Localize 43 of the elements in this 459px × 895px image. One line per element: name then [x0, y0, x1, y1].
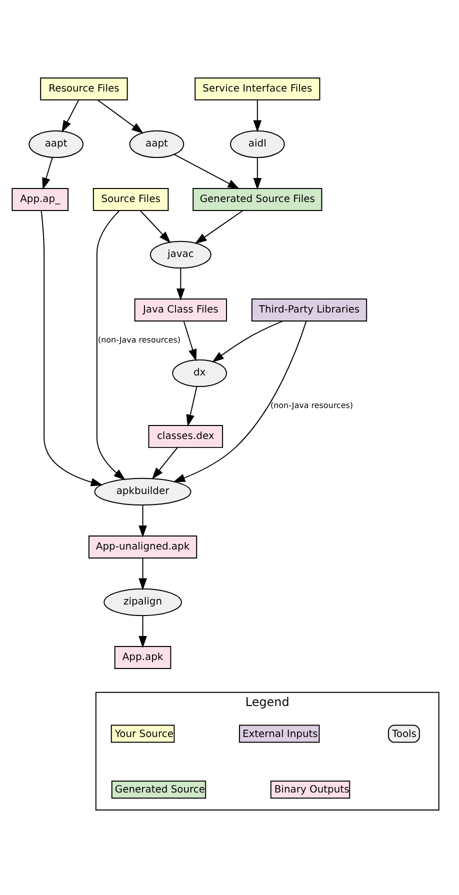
legend-label: Tools: [392, 728, 417, 740]
node-box: classes.dex: [148, 424, 224, 448]
node-ellipse: aidl: [230, 130, 285, 158]
arrow: [186, 386, 198, 426]
legend-label: Binary Outputs: [274, 784, 350, 796]
node-box: App.apk: [114, 646, 172, 668]
node-ellipse: apkbuilder: [94, 477, 192, 506]
node-ellipse: aapt: [28, 130, 84, 158]
node-box: Third-Party Libraries: [251, 298, 368, 321]
node-ellipse: dx: [172, 358, 227, 387]
arrow: [183, 320, 197, 361]
arrow: [253, 156, 262, 190]
edge-label: (non-Java resources): [270, 400, 353, 410]
node-box: Service Interface Files: [194, 76, 320, 100]
node-box: Resource Files: [40, 76, 128, 100]
arrow: [40, 210, 103, 486]
arrow: [97, 98, 144, 134]
arrow: [138, 614, 147, 648]
arrow: [62, 99, 80, 132]
node-box: Generated Source Files: [192, 188, 322, 210]
node-ellipse: zipalign: [104, 588, 182, 616]
arrow: [253, 99, 262, 132]
arrow: [140, 210, 171, 243]
node-ellipse: aapt: [129, 130, 184, 158]
arrow: [42, 156, 53, 190]
legend-label: Generated Source: [114, 784, 206, 796]
arrow: [138, 504, 147, 537]
arrow: [194, 210, 244, 244]
node-box: Source Files: [92, 188, 169, 210]
arrow: [173, 320, 307, 482]
legend-label: External Inputs: [242, 728, 318, 740]
node-ellipse: javac: [150, 240, 212, 268]
edge-label: (non-Java resources): [98, 334, 181, 344]
arrow: [212, 320, 284, 362]
arrow: [176, 267, 185, 300]
arrow: [174, 153, 240, 189]
arrow: [152, 446, 178, 479]
arrow: [96, 210, 126, 480]
node-box: App.ap_: [12, 188, 68, 210]
arrow: [138, 557, 147, 590]
node-box: App-unaligned.apk: [88, 535, 198, 558]
node-box: Java Class Files: [134, 298, 227, 321]
legend-label: Your Source: [114, 728, 174, 740]
